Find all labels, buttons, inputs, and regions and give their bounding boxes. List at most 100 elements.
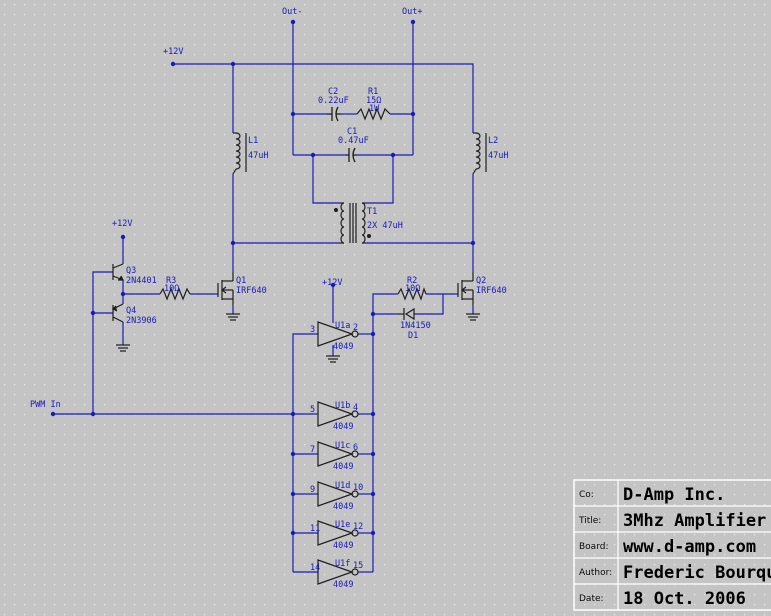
inductor-l1-symbol [232, 132, 247, 175]
inverter-pin-in: 7 [310, 445, 315, 455]
title-block-board: www.d-amp.com [623, 537, 756, 557]
inverter-part: 4049 [333, 541, 353, 551]
t1-ref: T1 [367, 207, 377, 217]
title-block-company: D-Amp Inc. [623, 485, 725, 505]
inverter-ref: U1c [335, 441, 350, 451]
inverter-u1c: U1c 4049 7 6 [310, 441, 359, 472]
c2-ref: C2 [328, 87, 338, 97]
inverter-pin-in: 11 [310, 524, 320, 534]
l2-ref: L2 [488, 136, 498, 146]
inverter-triangle [317, 321, 354, 347]
c1-ref: C1 [347, 127, 357, 137]
net-label-vcc-main: +12V [163, 47, 183, 57]
r1-ref: R1 [368, 87, 378, 97]
inverter-u1e: U1e 4049 11 12 [310, 520, 363, 551]
q1-ref: Q1 [236, 276, 246, 286]
diode-d1-symbol [398, 307, 415, 321]
inverter-triangle [317, 520, 354, 546]
title-block-company-key: Co: [579, 490, 594, 500]
q3-ref: Q3 [126, 266, 136, 276]
l1-ref: L1 [248, 136, 258, 146]
inverter-bubble [351, 529, 359, 537]
q4-ref: Q4 [126, 306, 136, 316]
title-block-frame [573, 479, 771, 611]
inverter-triangle [317, 441, 354, 467]
r2-value: 10Ω [405, 284, 420, 294]
inverter-pin-out: 2 [353, 323, 358, 333]
r1-value: 15Ω [366, 96, 381, 106]
net-label-out-plus: Out+ [402, 7, 422, 17]
inductor-l2-symbol [472, 132, 487, 175]
d1-ref: D1 [408, 331, 418, 341]
resistor-r2-symbol [397, 287, 427, 301]
l2-value: 47uH [488, 151, 508, 161]
ground-symbols [116, 313, 480, 363]
c2-value: 0.22uF [318, 96, 349, 106]
inverter-bubble [351, 330, 359, 338]
inverter-bubble [351, 568, 359, 576]
inverter-pin-out: 10 [353, 483, 363, 493]
inverter-u1a: U1a 4049 3 2 [310, 321, 359, 352]
title-block-title: 3Mhz Amplifier [623, 511, 766, 531]
capacitor-c2-symbol [327, 106, 341, 122]
inverter-u1f: U1f 4049 14 15 [310, 559, 363, 590]
transistor-q3-symbol [112, 263, 124, 281]
r3-value: 10Ω [164, 284, 179, 294]
net-label-pwm-in: PWM In [30, 400, 61, 410]
title-block-title-key: Title: [578, 516, 601, 526]
c1-value: 0.47uF [338, 136, 369, 146]
q4-value: 2N3906 [126, 316, 157, 326]
q1-value: IRF640 [236, 286, 267, 296]
inverter-bubble [351, 410, 359, 418]
junctions [50, 19, 476, 536]
l1-value: 47uH [248, 151, 268, 161]
r3-ref: R3 [166, 276, 176, 286]
inverter-ref: U1d [335, 481, 350, 491]
r2-ref: R2 [407, 276, 417, 286]
title-block-date-key: Date: [579, 594, 604, 604]
inverter-triangle [317, 481, 354, 507]
inverter-pin-out: 6 [353, 443, 358, 453]
inverter-ref: U1a [335, 321, 350, 331]
inverter-part: 4049 [333, 422, 353, 432]
resistor-r3-symbol [159, 287, 191, 301]
title-block-author: Frederic Bourque [623, 563, 771, 583]
d1-value: 1N4150 [400, 321, 431, 331]
inverter-pin-in: 5 [310, 405, 315, 415]
inverter-pin-out: 15 [353, 561, 363, 571]
inverter-part: 4049 [333, 462, 353, 472]
transformer-dot-secondary [367, 234, 371, 238]
net-label-vcc-inverter: +12V [322, 278, 342, 288]
q2-value: IRF640 [476, 286, 507, 296]
mosfet-q1-symbol [217, 272, 234, 305]
q3-value: 2N4401 [126, 276, 157, 286]
inverter-bubble [351, 450, 359, 458]
inverter-bubble [351, 490, 359, 498]
inverter-pin-in: 14 [310, 563, 320, 573]
net-label-out-minus: Out- [282, 7, 302, 17]
r1-power: 1W [369, 104, 380, 114]
transistor-q4-symbol [111, 303, 124, 323]
q2-ref: Q2 [476, 276, 486, 286]
title-block-author-key: Author: [579, 568, 612, 578]
inverter-ref: U1f [335, 559, 350, 569]
transformer-t1-symbol [340, 202, 366, 244]
inverter-pin-in: 3 [310, 325, 315, 335]
resistor-r1-symbol [356, 107, 391, 121]
inverter-ref: U1b [335, 401, 350, 411]
inverter-pin-out: 4 [353, 403, 358, 413]
title-block-date: 18 Oct. 2006 [623, 589, 746, 609]
inverter-ref: U1e [335, 520, 350, 530]
title-block-board-key: Board: [579, 542, 608, 552]
inverter-u1b: U1b 4049 5 4 [310, 401, 359, 432]
inverter-part: 4049 [333, 580, 353, 590]
inverter-part: 4049 [333, 342, 353, 352]
inverter-pin-out: 12 [353, 522, 363, 532]
title-block-dividers [574, 480, 771, 610]
inverter-triangle [317, 401, 354, 427]
capacitor-c1-symbol [345, 147, 357, 163]
